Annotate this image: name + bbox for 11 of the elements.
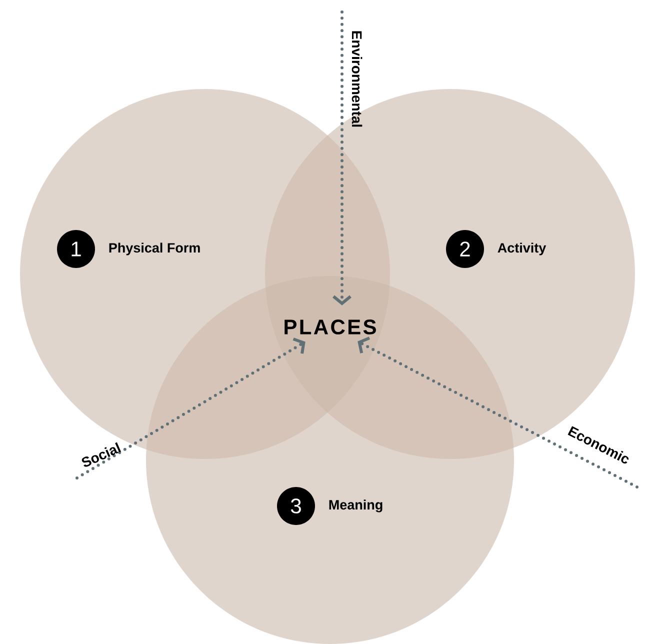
number-badge: 1 <box>57 230 95 268</box>
circle-label: Activity <box>498 242 546 256</box>
number-badge: 2 <box>446 230 484 268</box>
circle-label: Physical Form <box>109 242 200 256</box>
number-badge: 3 <box>277 486 315 525</box>
arrow <box>358 336 638 488</box>
edge-label: Environmental <box>352 31 362 127</box>
arrow <box>76 338 306 480</box>
arrow <box>332 10 352 306</box>
center-label: PLACES <box>284 320 376 334</box>
circle-label: Meaning <box>329 500 382 512</box>
